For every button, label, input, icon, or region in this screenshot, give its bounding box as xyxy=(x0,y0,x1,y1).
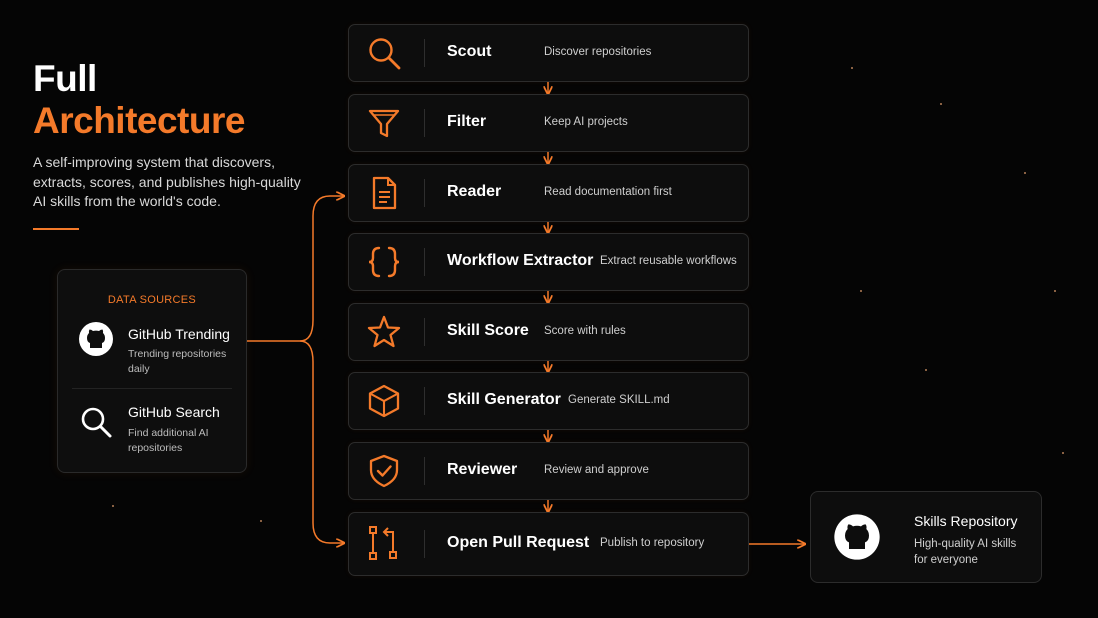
step-filter: Filter Keep AI projects xyxy=(348,94,749,152)
shield-check-icon xyxy=(369,454,399,488)
step-workflow-extractor: Workflow Extractor Extract reusable work… xyxy=(348,233,749,291)
step-desc: Publish to repository xyxy=(600,537,705,549)
step-desc: Review and approve xyxy=(544,464,649,476)
background-speck xyxy=(940,103,942,105)
step-open-pull-request: Open Pull Request Publish to repository xyxy=(348,512,749,576)
step-reader: Reader Read documentation first xyxy=(348,164,749,222)
step-reviewer: Reviewer Review and approve xyxy=(348,442,749,500)
background-speck xyxy=(1062,452,1064,454)
source-title-github-trending: GitHub Trending xyxy=(128,326,230,342)
github-icon xyxy=(79,322,113,356)
step-divider xyxy=(424,109,425,137)
step-desc: Read documentation first xyxy=(544,186,672,198)
step-name: Skill Generator xyxy=(447,391,561,408)
braces-icon xyxy=(368,246,400,278)
skills-repository-card: Skills Repository High-quality AI skills… xyxy=(810,491,1042,583)
step-desc: Discover repositories xyxy=(544,46,652,58)
step-name: Scout xyxy=(447,43,492,60)
branch-to-reader xyxy=(299,196,344,342)
step-divider xyxy=(424,248,425,276)
step-divider xyxy=(424,318,425,346)
branch-to-pull-request xyxy=(299,340,344,543)
search-icon xyxy=(369,38,401,70)
step-desc: Score with rules xyxy=(544,325,626,337)
data-sources-card: DATA SOURCES GitHub Trending Trending re… xyxy=(57,269,247,473)
document-icon xyxy=(372,176,397,210)
star-icon xyxy=(367,315,401,348)
step-name: Skill Score xyxy=(447,322,529,339)
step-name: Reviewer xyxy=(447,461,518,478)
source-desc-github-trending: Trending repositories daily xyxy=(128,348,227,375)
step-desc: Generate SKILL.md xyxy=(568,394,670,406)
cube-icon xyxy=(368,384,400,418)
step-divider xyxy=(424,179,425,207)
accent-divider xyxy=(33,228,79,230)
step-divider xyxy=(424,530,425,558)
source-title-github-search: GitHub Search xyxy=(128,404,220,420)
step-skill-score: Skill Score Score with rules xyxy=(348,303,749,361)
background-speck xyxy=(851,67,853,69)
page-title: Full xyxy=(33,58,97,99)
page-subtitle: A self-improving system that discovers, … xyxy=(33,154,301,209)
data-sources-heading: DATA SOURCES xyxy=(107,294,197,306)
source-desc-github-search: Find additional AI repositories xyxy=(128,427,209,454)
background-speck xyxy=(1054,290,1056,292)
step-desc: Extract reusable workflows xyxy=(600,255,737,267)
step-skill-generator: Skill Generator Generate SKILL.md xyxy=(348,372,749,430)
step-scout: Scout Discover repositories xyxy=(348,24,749,82)
step-divider xyxy=(424,457,425,485)
step-name: Open Pull Request xyxy=(447,534,590,551)
filter-icon xyxy=(368,109,400,138)
background-speck xyxy=(925,369,927,371)
repository-desc: High-quality AI skills for everyone xyxy=(914,538,1017,566)
github-icon xyxy=(834,514,880,560)
step-name: Reader xyxy=(447,183,502,200)
pull-request-icon xyxy=(369,526,397,560)
step-name: Filter xyxy=(447,113,487,130)
step-divider xyxy=(424,39,425,67)
step-name: Workflow Extractor xyxy=(447,252,594,269)
background-speck xyxy=(860,290,862,292)
source-divider xyxy=(72,388,232,389)
background-speck xyxy=(112,505,114,507)
repository-title: Skills Repository xyxy=(914,513,1018,529)
search-icon xyxy=(81,407,112,438)
step-desc: Keep AI projects xyxy=(544,116,628,128)
background-speck xyxy=(260,520,262,522)
page-title-accent: Architecture xyxy=(33,100,245,141)
background-speck xyxy=(1024,172,1026,174)
step-divider xyxy=(424,387,425,415)
